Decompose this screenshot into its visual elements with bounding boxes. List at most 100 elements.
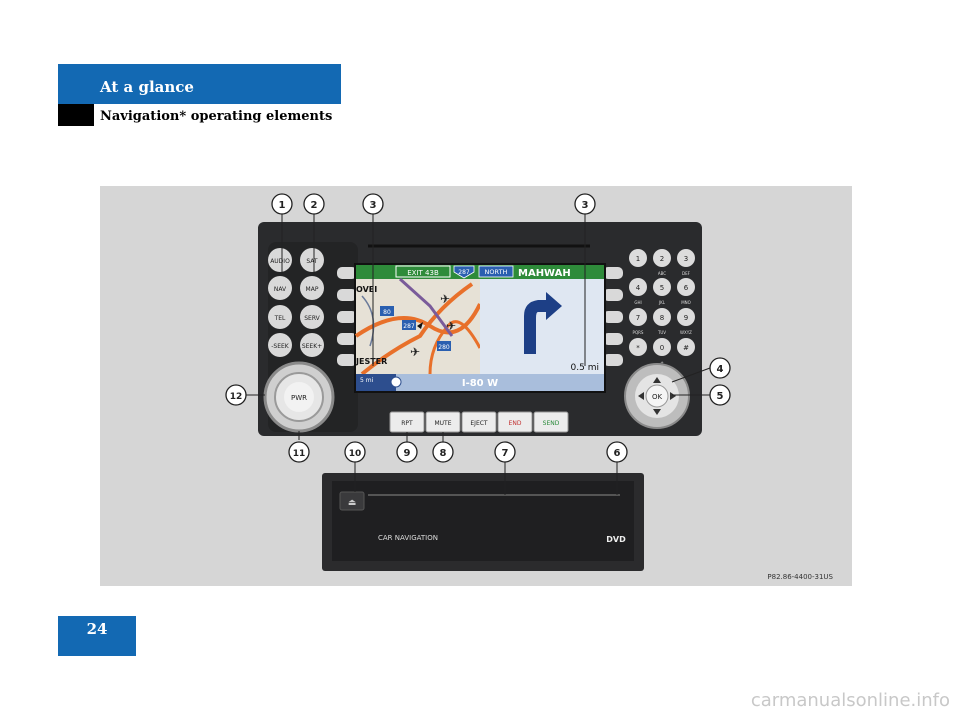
tel-label: TEL bbox=[274, 315, 286, 322]
nav-button[interactable]: NAV bbox=[268, 276, 292, 300]
arrow-left-icon[interactable] bbox=[638, 392, 644, 400]
callout-11: 11 bbox=[288, 441, 310, 463]
sat-button[interactable]: SAT bbox=[300, 248, 324, 272]
mute-button[interactable]: MUTE bbox=[425, 411, 461, 433]
svg-text:5: 5 bbox=[660, 284, 664, 292]
soft-key[interactable] bbox=[603, 267, 623, 279]
svg-text:11: 11 bbox=[293, 449, 306, 459]
seek-down-label: -SEEK bbox=[271, 343, 290, 350]
distance-to-turn: 0.5 mi bbox=[571, 363, 599, 373]
eject-button[interactable]: EJECT bbox=[461, 411, 497, 433]
svg-text:9: 9 bbox=[404, 448, 411, 459]
svg-text:12: 12 bbox=[230, 392, 243, 402]
seek-down-button[interactable]: -SEEK bbox=[268, 333, 292, 357]
watermark: carmanualsonline.info bbox=[750, 690, 950, 711]
seek-up-label: SEEK+ bbox=[302, 343, 322, 350]
soft-key[interactable] bbox=[337, 289, 357, 301]
svg-text:10: 10 bbox=[349, 449, 362, 459]
svg-text:8: 8 bbox=[660, 314, 664, 322]
soft-key[interactable] bbox=[337, 354, 357, 366]
page-number-box bbox=[58, 616, 136, 656]
bottom-button-row: RPT MUTE EJECT END SEND bbox=[389, 411, 569, 433]
callout-12: 12 bbox=[225, 384, 247, 406]
figure-reference-code: P82.86-4400-31US bbox=[767, 573, 833, 581]
tel-button[interactable]: TEL bbox=[268, 305, 292, 329]
soft-key[interactable] bbox=[603, 333, 623, 345]
soft-key[interactable] bbox=[603, 289, 623, 301]
callout-7: 7 bbox=[494, 441, 516, 463]
svg-text:3: 3 bbox=[370, 200, 377, 211]
key-0[interactable]: 0+ bbox=[653, 338, 671, 365]
soft-key[interactable] bbox=[603, 354, 623, 366]
soft-key[interactable] bbox=[337, 333, 357, 345]
arrow-right-icon[interactable] bbox=[670, 392, 676, 400]
vehicle-position-icon bbox=[417, 322, 423, 329]
dvd-logo-icon: DVD bbox=[606, 535, 626, 544]
svg-text:6: 6 bbox=[614, 448, 621, 459]
svg-text:GHI: GHI bbox=[634, 300, 641, 305]
svg-text:DEF: DEF bbox=[682, 271, 691, 276]
svg-text:*: * bbox=[636, 344, 640, 352]
page-number: 24 bbox=[86, 620, 108, 638]
send-button[interactable]: SEND bbox=[533, 411, 569, 433]
navigation-pad[interactable]: OK bbox=[624, 363, 690, 429]
soft-key[interactable] bbox=[337, 311, 357, 323]
road-info-bar bbox=[356, 374, 604, 391]
soft-key[interactable] bbox=[603, 311, 623, 323]
callout-9: 9 bbox=[396, 441, 418, 463]
callout-5: 5 bbox=[709, 384, 731, 406]
svg-text:280: 280 bbox=[438, 344, 450, 351]
route-number: 287 bbox=[458, 269, 470, 276]
rpt-button[interactable]: RPT bbox=[389, 411, 425, 433]
airport-icon: ✈ bbox=[410, 345, 420, 359]
audio-button[interactable]: AUDIO bbox=[268, 248, 292, 272]
eject-label: EJECT bbox=[470, 420, 488, 427]
send-label: SEND bbox=[543, 420, 560, 427]
ok-button[interactable] bbox=[645, 384, 669, 408]
svg-text:4: 4 bbox=[636, 284, 641, 292]
nav-screen: EXIT 43B 287 NORTH MAHWAH OVEI JESTER 80… bbox=[354, 263, 606, 393]
seek-up-button[interactable]: SEEK+ bbox=[300, 333, 324, 357]
arrow-down-icon[interactable] bbox=[653, 409, 661, 415]
power-volume-knob[interactable]: PWR bbox=[263, 361, 335, 433]
soft-keys-left bbox=[337, 267, 357, 366]
map-scale: 5 mi bbox=[360, 377, 374, 384]
drive-label: CAR NAVIGATION bbox=[378, 534, 438, 542]
turn-panel bbox=[480, 279, 604, 374]
key-1[interactable]: 1 bbox=[629, 249, 647, 267]
eject-icon: ⏏ bbox=[348, 498, 357, 508]
exit-text: EXIT 43B bbox=[407, 269, 439, 277]
mute-label: MUTE bbox=[434, 420, 451, 427]
serv-button[interactable]: SERV bbox=[300, 305, 324, 329]
callout-3-right: 3 bbox=[574, 193, 596, 215]
svg-text:7: 7 bbox=[502, 448, 509, 459]
svg-text:MNO: MNO bbox=[681, 300, 691, 305]
map-shield-icon: 280 bbox=[437, 341, 451, 351]
callout-2: 2 bbox=[303, 193, 325, 215]
svg-text:TUV: TUV bbox=[657, 330, 666, 335]
callout-4: 4 bbox=[709, 357, 731, 379]
svg-text:7: 7 bbox=[636, 314, 640, 322]
map-button[interactable]: MAP bbox=[300, 276, 324, 300]
key-star[interactable]: * bbox=[629, 338, 647, 356]
map-highway bbox=[428, 320, 482, 375]
end-button[interactable]: END bbox=[497, 411, 533, 433]
callout-1: 1 bbox=[271, 193, 293, 215]
eject-button-drive[interactable] bbox=[339, 491, 365, 511]
arrow-up-icon[interactable] bbox=[653, 377, 661, 383]
svg-text:6: 6 bbox=[684, 284, 689, 292]
map-highway bbox=[354, 303, 482, 338]
callout-3-left: 3 bbox=[362, 193, 384, 215]
key-hash[interactable]: # bbox=[677, 338, 695, 356]
soft-key[interactable] bbox=[337, 267, 357, 279]
svg-text:WXYZ: WXYZ bbox=[680, 330, 692, 335]
